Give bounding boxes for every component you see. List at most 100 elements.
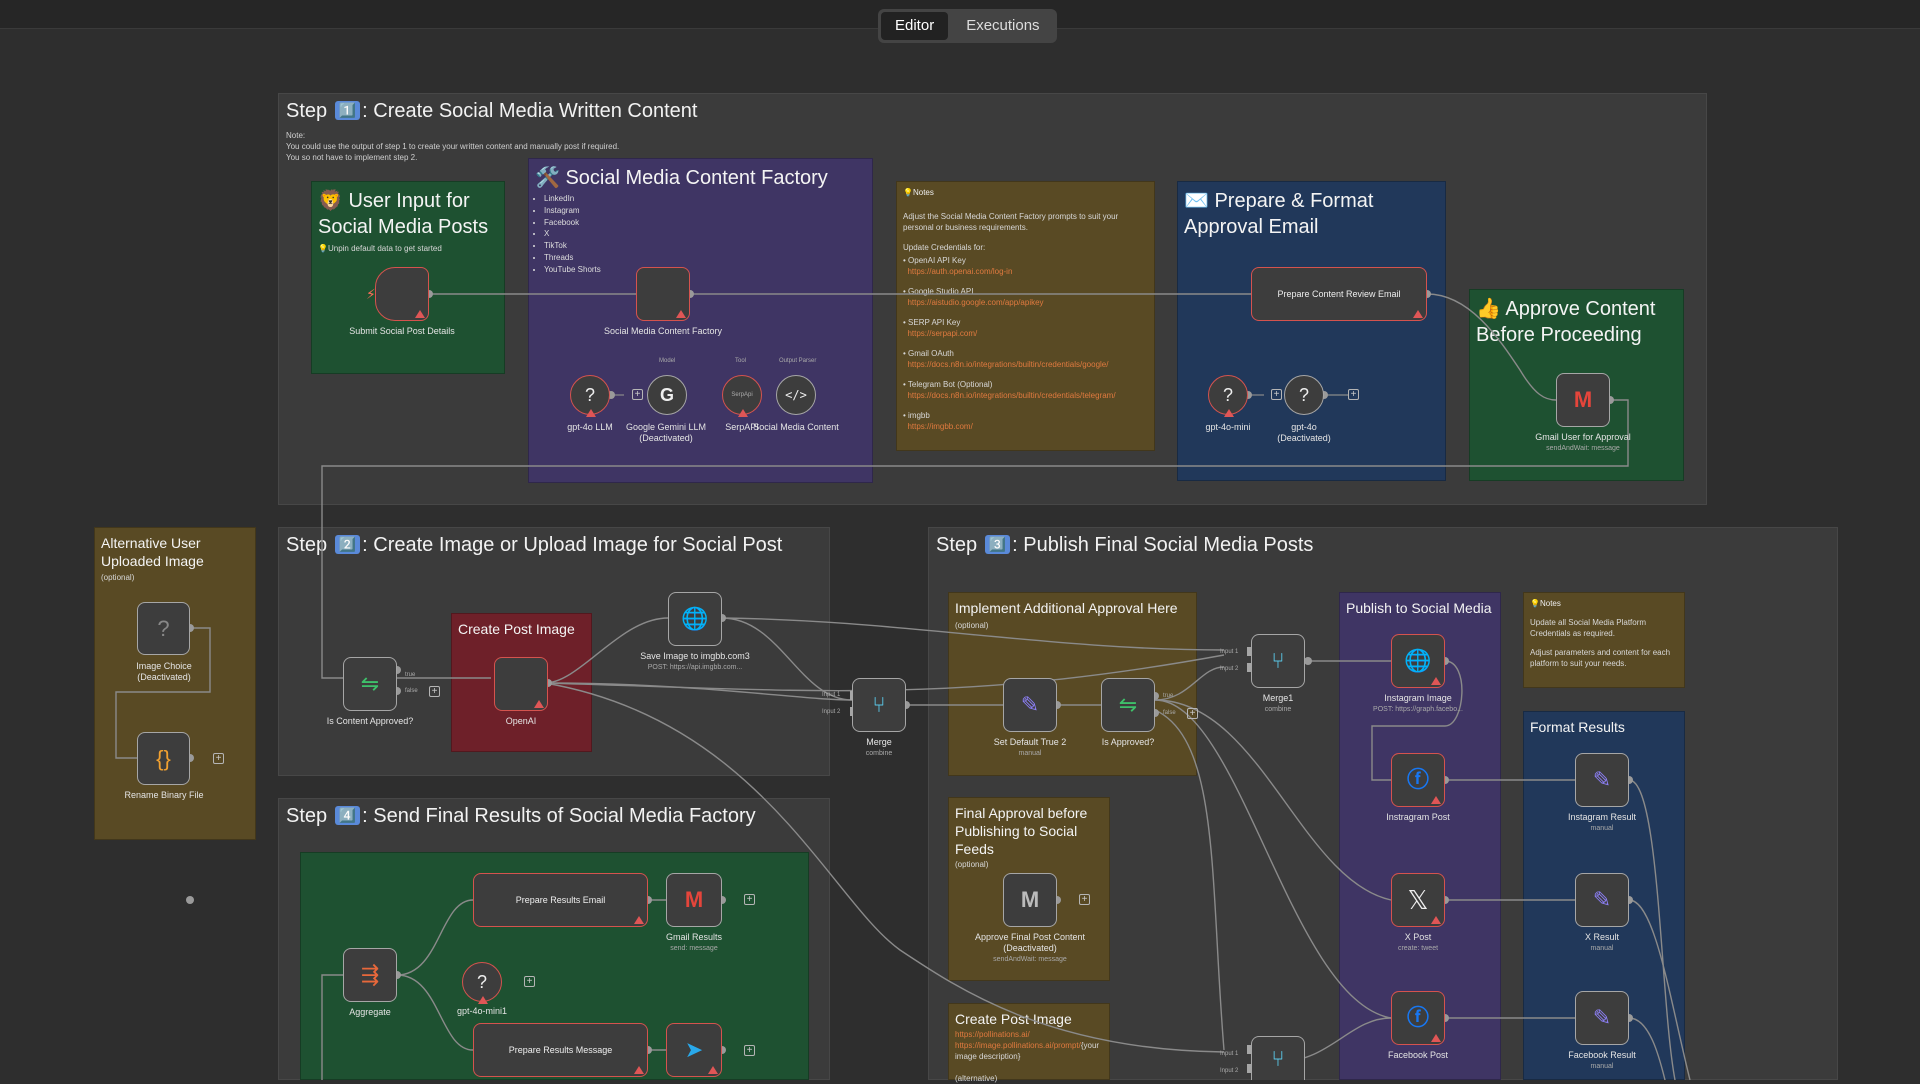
x-logo-icon: 𝕏 [1407,885,1429,915]
insta-post-label: Instragram Post [1386,812,1450,822]
add-after-gpt-button[interactable]: + [524,976,535,987]
merge1-in1-tag: Input 1 [1220,649,1239,655]
group-step3-title: Step 3️⃣: Publish Final Social Media Pos… [936,534,1314,556]
sticky-factory: 🛠️ Social Media Content Factory LinkedIn… [528,158,873,483]
warning-icon [478,996,488,1004]
x-post-node[interactable]: 𝕏 [1391,873,1445,927]
rename-node[interactable]: {} [137,732,190,785]
serpapi-node[interactable]: SerpApi [722,375,762,417]
set-default-node[interactable]: ✎ [1003,678,1057,732]
add-model-button[interactable]: + [632,389,643,400]
serpapi-icon: SerpApi [731,392,753,398]
merge1-node[interactable]: ⑂ [1251,634,1305,688]
is-approved-node[interactable]: ⇋ [1101,678,1155,732]
factory-node[interactable] [636,267,690,321]
serpapi-label: SerpAPI [725,422,759,432]
warning-icon [415,310,425,318]
add-after-approve-button[interactable]: + [1079,894,1090,905]
image-choice-label: Image Choice(Deactivated) [136,661,192,682]
merge-node[interactable]: ⑂ [852,678,906,732]
add-button-2[interactable]: + [1348,389,1359,400]
rename-label: Rename Binary File [124,790,204,800]
gpt4o-node[interactable]: ? [1284,375,1324,415]
gmail-results-node[interactable]: M [666,873,722,927]
openai-node[interactable] [494,657,548,711]
globe-icon: 🌐 [681,606,709,631]
gmail-user-node[interactable]: M [1556,373,1610,427]
fb-post-label: Facebook Post [1387,1050,1449,1060]
question-icon: ? [476,972,487,992]
add-after-gmail-button[interactable]: + [744,894,755,905]
prep-review-node[interactable]: Prepare Content Review Email [1251,267,1427,321]
is-content-approved-node[interactable]: ⇋ [343,657,397,711]
add-false-branch-button[interactable]: + [1187,708,1198,719]
final-approval-sub: (optional) [955,860,989,869]
warning-icon [534,700,544,708]
gpt4o-mini-label: gpt-4o-mini [1205,422,1251,432]
question-icon: ? [157,615,170,641]
gpt4o-mini1-node[interactable]: ? [462,962,502,1004]
tab-executions[interactable]: Executions [966,17,1040,34]
insta-result-node[interactable]: ✎ [1575,753,1629,807]
submit-node[interactable]: ⚡ [366,267,429,321]
warning-icon [634,1066,644,1074]
telegram-node[interactable]: ➤ [666,1023,722,1077]
add-after-rename-button[interactable]: + [213,753,224,764]
warning-icon [1224,409,1234,417]
sticky-alt-upload: Alternative User Uploaded Image (optiona… [94,527,256,840]
warning-icon [1431,1034,1441,1042]
alt-upload-sub: (optional) [101,573,135,582]
merge-bottom-in1-tag: Input 1 [1220,1051,1239,1057]
prep-results-msg-node[interactable]: Prepare Results Message [473,1023,648,1077]
gemini-node[interactable]: G [647,375,687,415]
submit-label: Submit Social Post Details [349,326,455,336]
approve-final-node[interactable]: M [1003,873,1057,927]
insta-image-node[interactable]: 🌐 [1391,634,1445,688]
add-after-telegram-button[interactable]: + [744,1045,755,1056]
warning-icon [586,409,596,417]
add-false-branch-button[interactable]: + [429,686,440,697]
is-approved-label: Is Approved? [1101,737,1155,747]
sticky-notes2: 💡Notes Update all Social Media Platform … [1523,592,1685,688]
insta-post-node[interactable]: ⓕ [1391,753,1445,807]
warning-icon [676,310,686,318]
warning-icon [1431,916,1441,924]
x-result-node[interactable]: ✎ [1575,873,1629,927]
impl-approval-sub: (optional) [955,621,989,630]
prepare-email-title: ✉️ Prepare & Format Approval Email [1184,190,1374,238]
aggregate-node[interactable]: ⇶ [343,948,397,1002]
merge-in1-tag: Input 1 [822,692,841,698]
fb-post-node[interactable]: ⓕ [1391,991,1445,1045]
format-results-title: Format Results [1530,719,1625,735]
view-tabs: Editor Executions [878,9,1057,43]
image-choice-node[interactable]: ? [137,602,190,655]
merge-bottom-node[interactable]: ⑂ [1251,1036,1305,1080]
is-content-approved-label: Is Content Approved? [326,716,414,726]
save-image-node[interactable]: 🌐 [668,592,722,646]
aggregate-label: Aggregate [349,1007,391,1017]
serpapi-tag: Tool [735,358,747,364]
prep-results-email-node[interactable]: Prepare Results Email [473,873,648,927]
final-approval-title: Final Approval before Publishing to Soci… [955,805,1088,857]
gpt4o-mini-node[interactable]: ? [1208,375,1248,417]
smc-node[interactable]: </> [776,375,816,415]
telegram-icon: ➤ [684,1037,704,1062]
tab-editor[interactable]: Editor [881,12,949,40]
smc-label: Social Media Content [753,422,839,432]
fb-result-node[interactable]: ✎ [1575,991,1629,1045]
create-post-image2-body: https://pollinations.ai/ https://image.p… [955,1030,1100,1083]
gpt4o-llm-node[interactable]: ? [570,375,610,417]
aggregate-icon: ⇶ [360,962,380,987]
pencil-icon: ✎ [1592,767,1612,792]
true-tag: true [405,672,416,678]
notes1-title: 💡Notes [903,188,934,197]
add-tool-button[interactable]: + [1271,389,1282,400]
